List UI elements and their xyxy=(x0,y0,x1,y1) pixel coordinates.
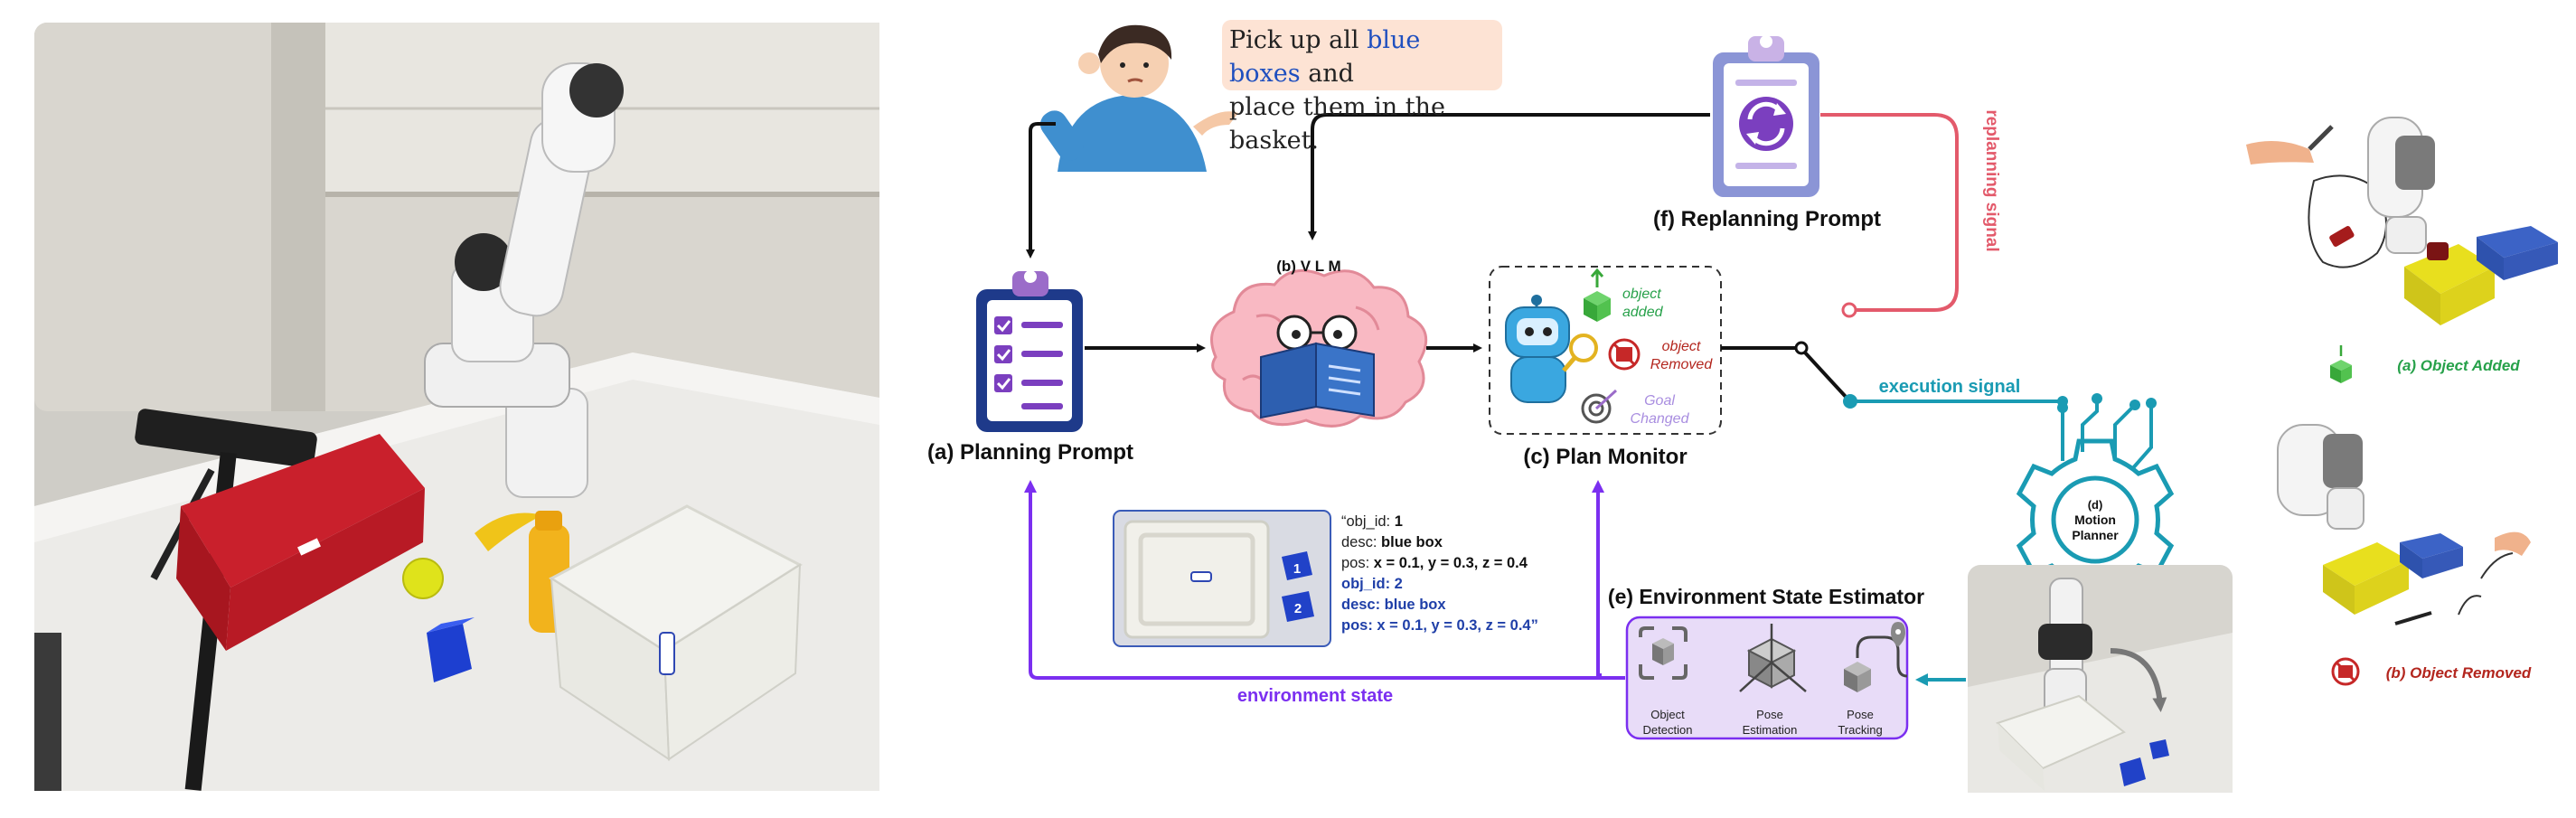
motion-planner-label-3: Planner xyxy=(2072,528,2119,542)
connectors xyxy=(1030,113,2068,686)
pose-tracking-label-2: Tracking xyxy=(1838,723,1882,737)
environment-state-text: “obj_id: 1 desc: blue box pos: x = 0.1, … xyxy=(1341,512,1603,636)
state-line-5: desc: blue box xyxy=(1341,597,1446,613)
object-added-text-2: added xyxy=(1622,305,1664,320)
env-estimator-label: (e) Environment State Estimator xyxy=(1608,585,1924,608)
instruction-highlight: blue boxes xyxy=(1229,26,1421,88)
plan-monitor-box xyxy=(1489,266,1722,435)
object-removed-text-2: Removed xyxy=(1650,357,1714,372)
goal-changed-text-2: Changed xyxy=(1631,411,1690,427)
robot-scene-photo xyxy=(34,23,879,791)
goal-changed-icon xyxy=(1581,389,1618,424)
motion-planner-label-1: (d) xyxy=(2088,498,2103,512)
environment-state-label: environment state xyxy=(1237,686,1393,706)
motion-planner-label-2: Motion xyxy=(2074,512,2116,527)
vlm-label: (b) V L M xyxy=(1276,258,1340,275)
execution-signal-label: execution signal xyxy=(1879,377,2021,397)
object-detection-icon xyxy=(1639,626,1688,680)
state-line-1: “obj_id: 1 xyxy=(1341,513,1403,530)
pose-estimation-icon xyxy=(1739,624,1807,692)
detection-label-2: Detection xyxy=(1643,723,1693,737)
replanning-prompt-label: (f) Replanning Prompt xyxy=(1653,207,1881,231)
user-illustration xyxy=(1040,24,1238,172)
basket-photo xyxy=(1113,510,1331,647)
pose-estimation-label-2: Estimation xyxy=(1743,723,1798,737)
replanning-signal-label: replanning signal xyxy=(1982,109,2001,251)
vlm-brain-icon xyxy=(1210,268,1428,428)
scenario-added-label: (a) Object Added xyxy=(2397,357,2520,374)
object-added-text-1: object xyxy=(1622,287,1661,302)
state-line-3: pos: x = 0.1, y = 0.3, z = 0.4 xyxy=(1341,555,1528,571)
plan-monitor-label: (c) Plan Monitor xyxy=(1523,445,1687,469)
box-2-tag: 2 xyxy=(1294,601,1302,616)
object-removed-icon xyxy=(1608,338,1641,371)
detection-label-1: Object xyxy=(1650,708,1685,721)
state-line-4: obj_id: 2 xyxy=(1341,576,1403,592)
pose-tracking-label-1: Pose xyxy=(1847,708,1874,721)
instruction-line2: place them in the basket. xyxy=(1229,93,1445,155)
state-line-6: pos: x = 0.1, y = 0.3, z = 0.4” xyxy=(1341,617,1538,634)
execution-photo xyxy=(1968,565,2233,793)
object-added-icon xyxy=(1584,268,1611,322)
instruction-part2: and xyxy=(1300,60,1354,88)
object-added-legend-icon xyxy=(2330,345,2352,383)
scenario-added-illustration xyxy=(2246,117,2558,325)
replanning-prompt-icon xyxy=(1713,35,1819,197)
instruction-part1: Pick up all xyxy=(1229,26,1368,54)
instruction-bubble: Pick up all blue boxes and place them in… xyxy=(1222,20,1502,155)
state-line-2: desc: blue box xyxy=(1341,534,1443,550)
pose-tracking-icon xyxy=(1844,622,1908,692)
robot-mascot-icon xyxy=(1505,295,1598,403)
motion-planner-icon xyxy=(2016,393,2175,601)
pose-estimation-label-1: Pose xyxy=(1756,708,1783,721)
goal-changed-text-1: Goal xyxy=(1644,393,1675,409)
scenario-removed-label: (b) Object Removed xyxy=(2386,664,2532,682)
planning-prompt-label: (a) Planning Prompt xyxy=(927,440,1133,465)
object-removed-legend-icon xyxy=(2331,657,2360,686)
scenario-removed-illustration xyxy=(2277,424,2531,625)
box-1-tag: 1 xyxy=(1293,561,1301,577)
object-removed-text-1: object xyxy=(1662,339,1701,354)
planning-prompt-icon xyxy=(976,270,1083,432)
